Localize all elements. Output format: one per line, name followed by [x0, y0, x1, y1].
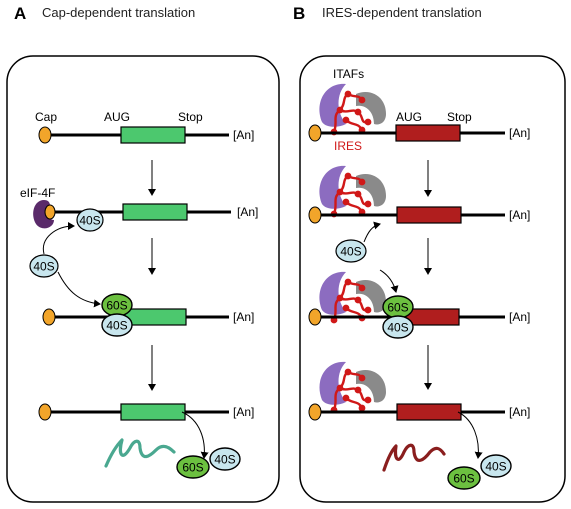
b-60s-released-label: 60S [453, 472, 474, 486]
a-polya-label: [An] [233, 405, 254, 419]
a-aug-label: AUG [104, 110, 130, 124]
a-mrna-row-1: Cap AUG Stop [An] [35, 110, 254, 144]
a-60s-label: 60S [106, 299, 127, 313]
a-40s-free-label: 40S [33, 260, 54, 274]
panel-b-title: IRES-dependent translation [322, 5, 482, 20]
a-mrna-row-4: [An] 60S 40S [38, 403, 254, 479]
b-mrna-row-2: [An] 40S [308, 165, 530, 263]
b-stop-label: Stop [447, 110, 472, 124]
a-cap-icon [42, 308, 56, 326]
b-40s-free [335, 239, 367, 263]
a-cap-icon [44, 204, 56, 220]
panel-a: A Cap-dependent translation Cap AUG Stop… [6, 4, 280, 503]
panel-b-frame [299, 55, 566, 503]
b-cap-icon [308, 124, 322, 142]
panel-b-letter: B [293, 4, 305, 23]
a-eif4f-label: eIF-4F [20, 186, 55, 200]
a-release-arrow [181, 411, 209, 459]
b-cds-box [396, 403, 462, 421]
b-40s-free-label: 40S [340, 245, 361, 259]
b-40s-released-label: 40S [485, 460, 506, 474]
b-peptide-chain [382, 443, 446, 472]
a-40s-free [29, 254, 59, 278]
b-cap-icon [308, 403, 322, 421]
b-itaf-complex [319, 83, 386, 127]
b-release-arrow [457, 411, 483, 459]
a-40s-ribosome [76, 208, 104, 232]
a-mrna-row-2: eIF-4F 40S [An] 40S [20, 186, 258, 278]
b-60s-released [447, 466, 481, 490]
b-40s-ribosome [382, 315, 414, 339]
b-polya-label: [An] [509, 310, 530, 324]
a-60s-released-label: 60S [182, 461, 203, 475]
a-scan-arrow [57, 271, 101, 308]
a-cds-box [122, 203, 188, 221]
a-cap-label: Cap [35, 110, 57, 124]
a-stop-label: Stop [178, 110, 203, 124]
a-40s-label: 40S [79, 214, 100, 228]
a-recruit-arrow [42, 222, 75, 255]
panel-a-frame [6, 55, 280, 503]
b-cap-icon [308, 206, 322, 224]
b-40s-label: 40S [387, 321, 408, 335]
panel-a-title: Cap-dependent translation [42, 5, 195, 20]
a-peptide-chain [104, 438, 176, 468]
a-mrna-row-3: 60S 40S [An] [42, 293, 254, 337]
panel-a-letter: A [14, 4, 26, 23]
panel-b: B IRES-dependent translation ITAFs IRES … [293, 4, 566, 503]
a-40s-released [209, 447, 241, 471]
b-60s-label: 60S [387, 301, 408, 315]
a-cap-icon [38, 403, 52, 421]
b-40s-released [480, 454, 512, 478]
a-40s-released-label: 40S [214, 453, 235, 467]
b-itaf-complex [319, 165, 386, 209]
b-aug-label: AUG [396, 110, 422, 124]
b-polya-label: [An] [509, 208, 530, 222]
a-polya-label: [An] [237, 205, 258, 219]
b-itaf-complex [319, 361, 386, 405]
a-40s-label: 40S [106, 319, 127, 333]
b-itafs-label: ITAFs [333, 67, 364, 81]
b-polya-label: [An] [509, 126, 530, 140]
b-ires-label: IRES [334, 139, 362, 153]
a-cap-icon [38, 126, 52, 144]
b-cap-icon [308, 308, 322, 326]
a-40s-ribosome [101, 313, 133, 337]
b-cds-box [396, 206, 462, 224]
a-cds-box [120, 126, 186, 144]
b-itaf-complex [319, 271, 386, 315]
b-mrna-row-4: [An] 60S 40S [308, 361, 530, 490]
b-mrna-row-3: 60S 40S [An] [308, 271, 530, 339]
a-cds-box [120, 403, 186, 421]
b-polya-label: [An] [509, 405, 530, 419]
b-cds-box [395, 124, 461, 142]
b-recruit-arrow [363, 221, 381, 243]
a-polya-label: [An] [233, 128, 254, 142]
a-polya-label: [An] [233, 310, 254, 324]
a-60s-released [176, 455, 210, 479]
b-mrna-row-1: ITAFs IRES AUG Stop [An] [308, 67, 530, 153]
b-scan-arrow [379, 269, 399, 293]
